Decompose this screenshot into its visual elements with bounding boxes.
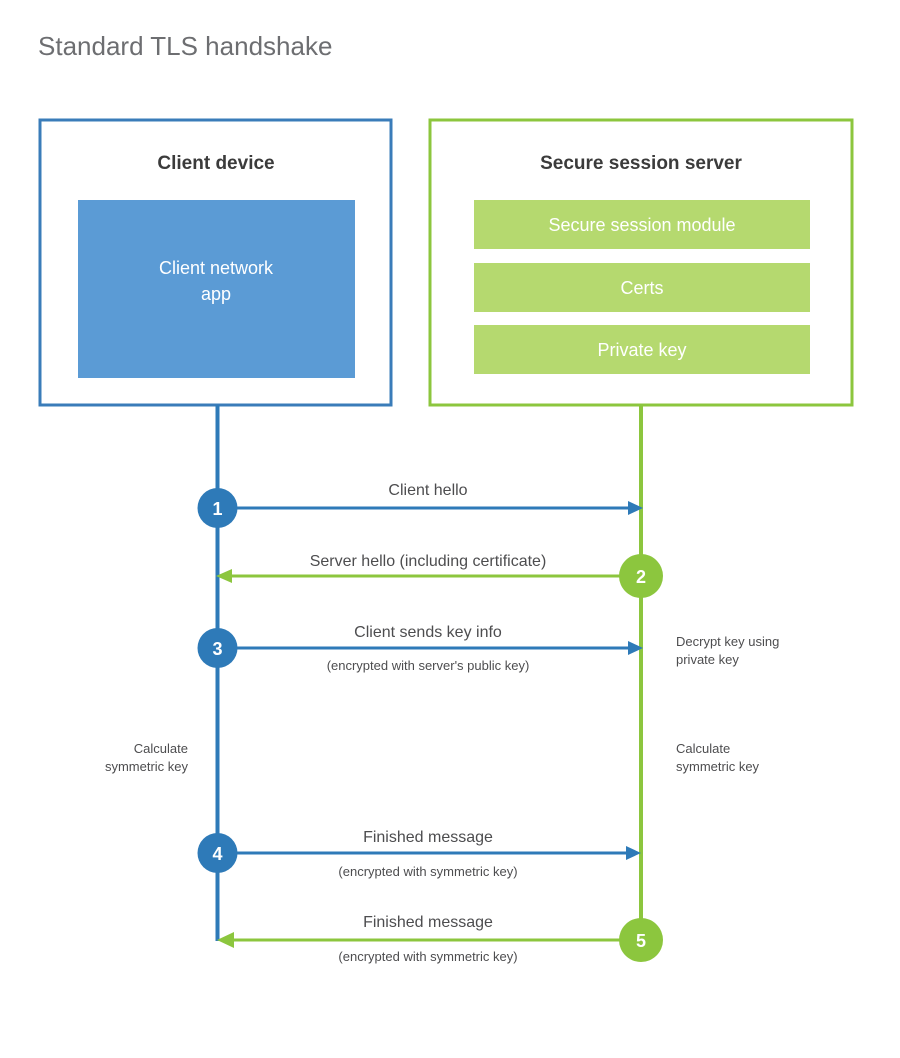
server-module-label-0: Secure session module <box>548 215 735 235</box>
step-3-arrowhead <box>628 641 643 655</box>
step-3-sublabel: (encrypted with server's public key) <box>327 658 530 673</box>
client-device-title: Client device <box>157 153 274 174</box>
step-5-label: Finished message <box>363 914 493 931</box>
server-module-label-1: Certs <box>620 278 663 298</box>
step-3-group: Client sends key info 3 (encrypted with … <box>197 624 643 673</box>
client-network-app-label-line1: Client network <box>159 258 274 278</box>
server-module-block-0 <box>474 200 810 249</box>
step-4-label: Finished message <box>363 829 493 846</box>
client-calc-line2: symmetric key <box>105 759 189 774</box>
secure-session-server-box: Secure session server Secure session mod… <box>428 118 854 407</box>
step-2-label: Server hello (including certificate) <box>310 553 547 570</box>
step-1-arrowhead <box>628 501 643 515</box>
client-calc-line1: Calculate <box>134 741 188 756</box>
step-5-number: 5 <box>636 931 646 951</box>
step-5-sublabel: (encrypted with symmetric key) <box>338 949 517 964</box>
server-calculate-symmetric-key-annotation: Calculate symmetric key <box>676 741 760 774</box>
client-network-app-block <box>78 200 355 378</box>
step-5-arrowhead <box>217 932 234 948</box>
server-calc-line1: Calculate <box>676 741 730 756</box>
secure-session-server-title: Secure session server <box>540 153 742 174</box>
client-network-app-label-line2: app <box>201 284 231 304</box>
step-3-marker <box>197 628 238 668</box>
server-calc-line2: symmetric key <box>676 759 760 774</box>
page-title: Standard TLS handshake <box>38 31 332 61</box>
step-1-marker <box>197 488 238 528</box>
client-calculate-symmetric-key-annotation: Calculate symmetric key <box>105 741 189 774</box>
client-device-box: Client device Client network app <box>38 118 393 407</box>
server-module-block-1 <box>474 263 810 312</box>
step-2-number: 2 <box>636 567 646 587</box>
step-4-sublabel: (encrypted with symmetric key) <box>338 864 517 879</box>
step-4-number: 4 <box>212 844 222 864</box>
server-module-label-2: Private key <box>597 340 686 360</box>
step-2-group: Server hello (including certificate) 2 <box>216 553 663 598</box>
server-module-block-2 <box>474 325 810 374</box>
step-4-group: Finished message 4 (encrypted with symme… <box>197 829 641 879</box>
step-1-number: 1 <box>212 499 222 519</box>
decrypt-key-annotation: Decrypt key using private key <box>676 634 779 667</box>
step-3-number: 3 <box>212 639 222 659</box>
decrypt-key-line2: private key <box>676 652 739 667</box>
step-1-group: Client hello 1 <box>197 482 643 528</box>
step-3-label: Client sends key info <box>354 624 502 641</box>
step-5-group: Finished message 5 (encrypted with symme… <box>217 914 663 964</box>
step-5-marker <box>619 918 663 962</box>
decrypt-key-line1: Decrypt key using <box>676 634 779 649</box>
step-4-arrowhead <box>626 846 641 860</box>
step-2-arrowhead <box>216 569 232 583</box>
step-4-marker <box>197 833 238 873</box>
step-1-label: Client hello <box>388 482 467 499</box>
step-2-marker <box>619 554 663 598</box>
